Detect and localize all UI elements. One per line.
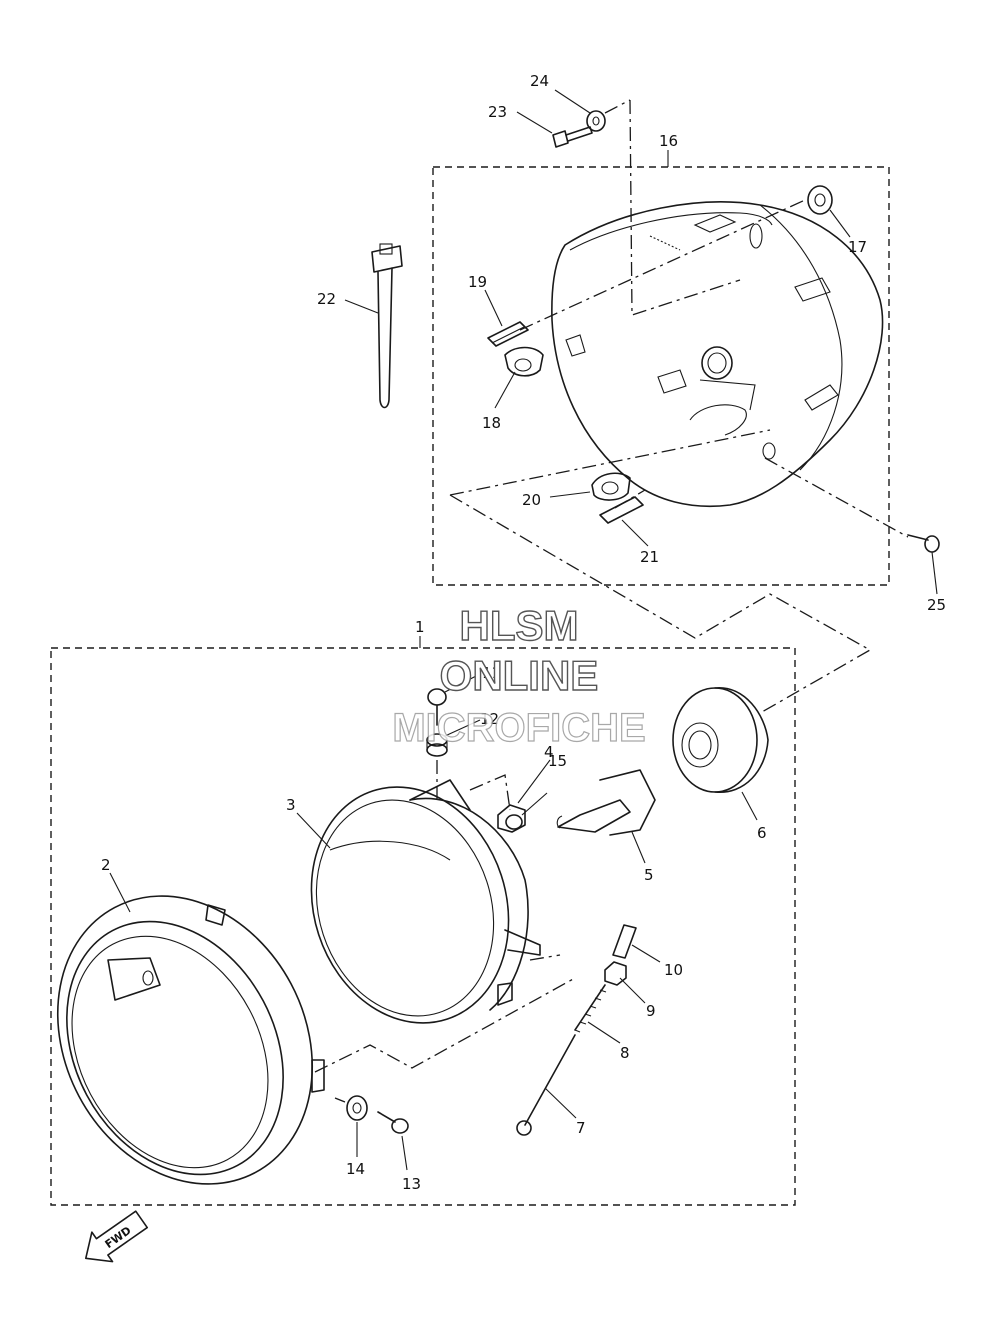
callout-9: 9 xyxy=(646,1002,656,1020)
callout-12: 12 xyxy=(480,710,499,728)
callout-3: 3 xyxy=(286,796,296,814)
callout-20: 20 xyxy=(522,491,541,509)
watermark-microfiche: MICROFICHE xyxy=(392,706,645,750)
callout-11: 11 xyxy=(482,664,501,682)
case-shading xyxy=(759,204,843,471)
screw-11 xyxy=(427,688,447,726)
callout-13: 13 xyxy=(402,1175,421,1193)
screw-7 xyxy=(516,1034,576,1136)
callout-5: 5 xyxy=(644,866,654,884)
callout-15: 15 xyxy=(548,752,567,770)
callout-6: 6 xyxy=(757,824,767,842)
callout-14: 14 xyxy=(346,1160,365,1178)
callout-1: 1 xyxy=(415,618,425,636)
headlight-unit xyxy=(310,779,541,1024)
cable-tie-22 xyxy=(371,243,403,409)
nut-15 xyxy=(505,814,523,830)
spring-8 xyxy=(574,984,607,1033)
grommet-17 xyxy=(807,185,833,215)
callout-numbers: 1 2 3 4 5 6 7 8 9 10 11 12 13 14 15 16 1… xyxy=(101,72,946,1193)
callout-2: 2 xyxy=(101,856,111,874)
callout-21: 21 xyxy=(640,548,659,566)
nut-9 xyxy=(604,961,627,986)
watermark-hlsm: HLSM xyxy=(460,602,579,649)
leader-lines xyxy=(109,89,938,1171)
screw-25 xyxy=(907,534,940,553)
case-outline xyxy=(551,201,884,508)
callout-16: 16 xyxy=(659,132,678,150)
group-box-16 xyxy=(432,166,890,586)
headlight-rim xyxy=(56,895,325,1185)
callout-7: 7 xyxy=(576,1119,586,1137)
callout-8: 8 xyxy=(620,1044,630,1062)
callout-23: 23 xyxy=(488,103,507,121)
nut-4 xyxy=(497,804,526,833)
socket-cover-6 xyxy=(672,687,769,793)
callout-24: 24 xyxy=(530,72,549,90)
clip-18 xyxy=(504,346,544,377)
watermark: HLSM ONLINE MICROFICHE xyxy=(392,601,647,750)
watermark-online: ONLINE xyxy=(440,652,599,699)
plate-21 xyxy=(599,496,644,524)
case-rim-inner xyxy=(569,212,773,251)
group-box-1 xyxy=(50,647,796,1206)
callout-17: 17 xyxy=(848,238,867,256)
bulb-5 xyxy=(556,769,656,836)
callout-4: 4 xyxy=(544,743,554,761)
grommet-12 xyxy=(426,733,448,757)
callout-19: 19 xyxy=(468,273,487,291)
clip-20 xyxy=(591,472,631,501)
collar-10 xyxy=(612,924,637,959)
callout-22: 22 xyxy=(317,290,336,308)
callout-25: 25 xyxy=(927,596,946,614)
callout-18: 18 xyxy=(482,414,501,432)
case-hole xyxy=(701,346,733,380)
headlight-case xyxy=(551,201,884,508)
washer-24 xyxy=(586,110,606,132)
plate-19 xyxy=(487,321,529,347)
callout-10: 10 xyxy=(664,961,683,979)
fwd-arrow-icon: FWD xyxy=(84,1210,149,1263)
bolt-23 xyxy=(552,126,593,148)
connector-lines xyxy=(314,99,909,1103)
screw-13 xyxy=(377,1111,409,1134)
grommet-14 xyxy=(346,1095,368,1121)
